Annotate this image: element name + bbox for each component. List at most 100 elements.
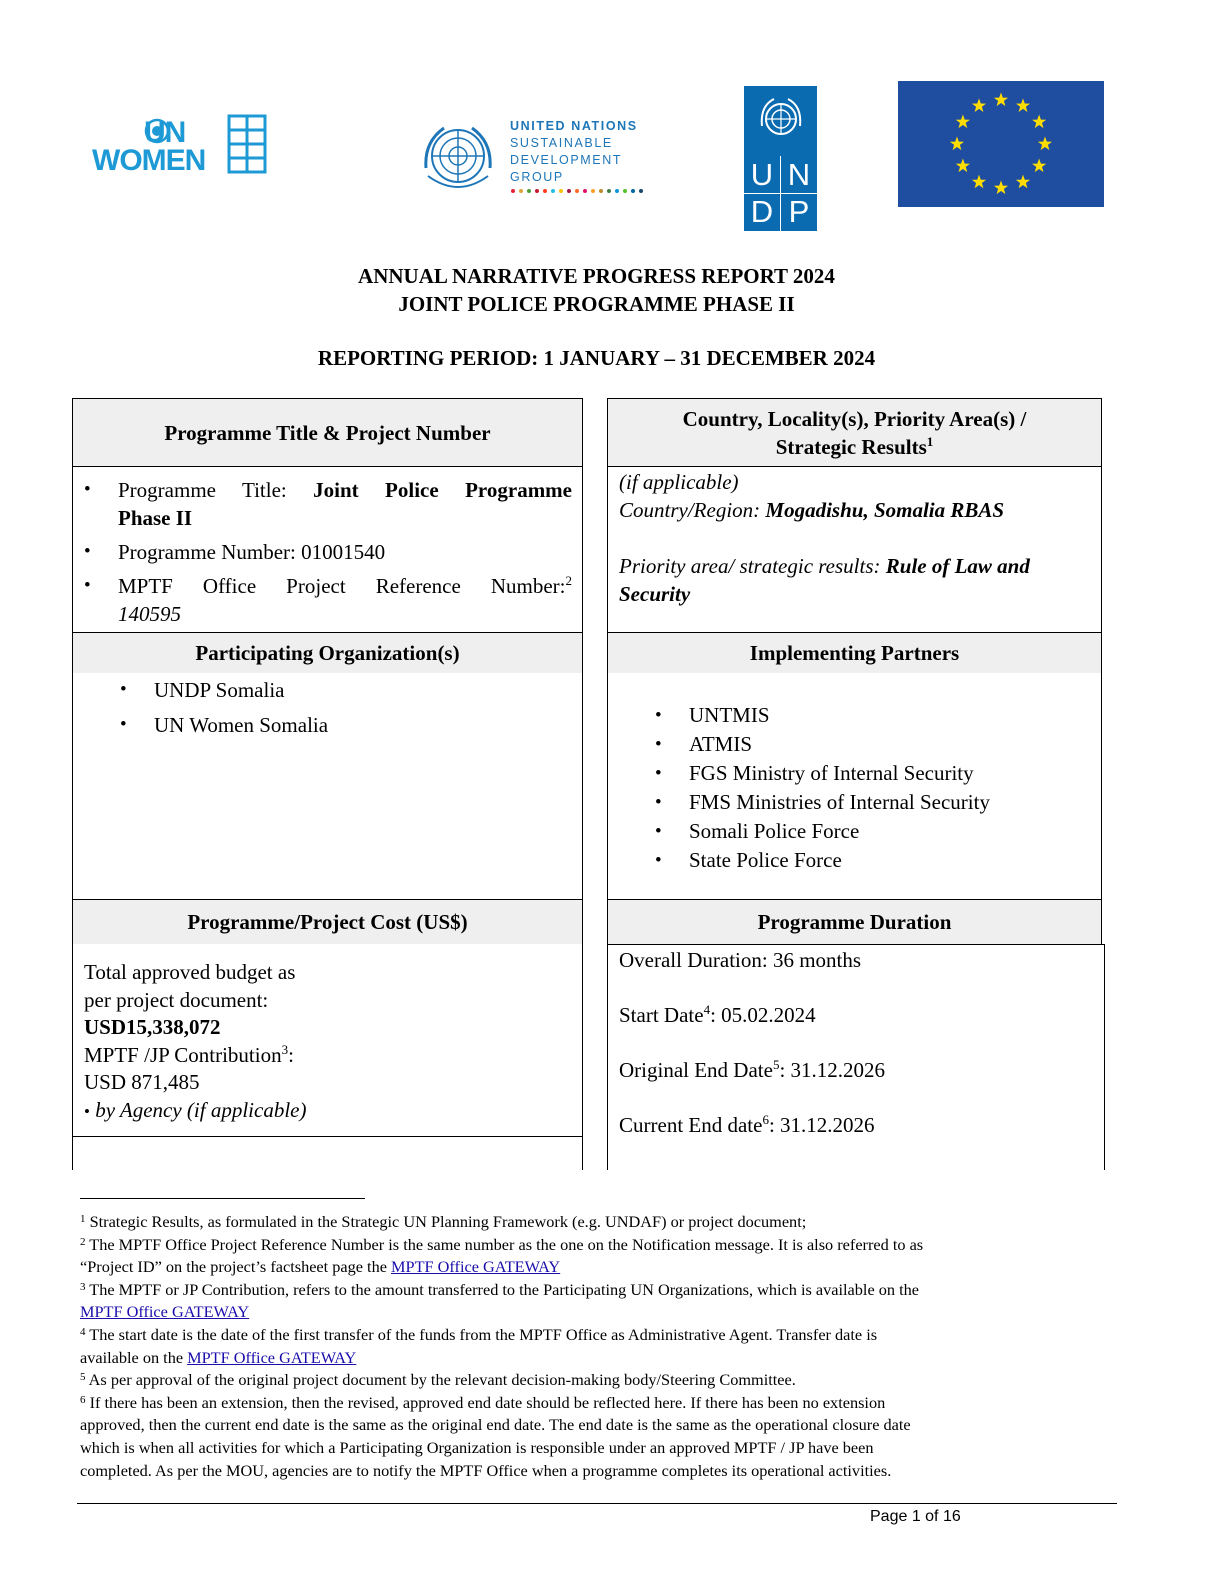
country-region-value: Mogadishu, Somalia RBAS: [765, 498, 1005, 522]
footnote-ref-2: 2: [565, 573, 573, 588]
page-number: Page 1 of 16: [870, 1508, 961, 1525]
eu-stars-icon: [949, 92, 1053, 195]
footnote-6-text-c: which is when all activities for which a…: [80, 1437, 874, 1457]
footnote-ref-1: 1: [926, 433, 934, 449]
footnote-6: 6 If there has been an extension, then t…: [80, 1392, 1115, 1415]
current-end-date-value: : 31.12.2026: [768, 1113, 875, 1137]
cost-header-text: Programme/Project Cost (US$): [187, 910, 468, 934]
eu-star-icon: [1037, 136, 1053, 151]
duration-details: Overall Duration: 36 months Start Date4:…: [619, 946, 1099, 1139]
mptf-reference-line2: 140595: [118, 600, 572, 628]
undp-letter-d: D: [750, 194, 774, 229]
participating-header-text: Participating Organization(s): [195, 641, 460, 665]
original-end-date-line: Original End Date5: 31.12.2026: [619, 1056, 1099, 1084]
mptf-gateway-link[interactable]: MPTF Office GATEWAY: [391, 1257, 561, 1277]
footnote-5-num: 5: [80, 1371, 86, 1384]
mptf-reference-label: MPTF Office Project Reference Number:: [118, 574, 566, 598]
bullet-icon: •: [84, 1101, 90, 1121]
priority-area-value: Rule of Law and: [885, 554, 1030, 578]
un-globe-icon: [424, 126, 492, 188]
if-applicable-text: (if applicable): [619, 470, 739, 494]
footnote-6-text-a: If there has been an extension, then the…: [85, 1392, 886, 1412]
footnote-4-cont: available on the MPTF Office GATEWAY: [80, 1347, 1115, 1370]
eu-star-icon: [993, 180, 1009, 195]
footnote-ref-3: 3: [281, 1041, 289, 1057]
partner-somali-police: Somali Police Force: [689, 819, 860, 843]
footnote-5: 5 As per approval of the original projec…: [80, 1369, 1115, 1392]
participating-org-2: UN Women Somalia: [154, 713, 329, 737]
duration-header-text: Programme Duration: [757, 910, 952, 934]
footnote-3-num: 3: [80, 1280, 86, 1293]
partner-fgs-ministry: FGS Ministry of Internal Security: [689, 761, 974, 785]
eu-star-icon: [949, 136, 965, 151]
country-region-label: Country/Region:: [619, 498, 766, 522]
by-agency-line: • by Agency (if applicable): [84, 1097, 574, 1126]
mptf-gateway-link[interactable]: MPTF Office GATEWAY: [80, 1302, 250, 1322]
participating-item: UNDP Somalia: [118, 676, 568, 704]
partner-state-police: State Police Force: [689, 848, 842, 872]
eu-star-icon: [1032, 114, 1047, 129]
eu-star-icon: [1015, 98, 1031, 112]
footnote-2-num: 2: [80, 1235, 86, 1248]
un-emblem-icon: [144, 118, 170, 144]
eu-star-icon: [955, 158, 970, 173]
footnotes: 1 Strategic Results, as formulated in th…: [80, 1211, 1115, 1482]
reporting-period: REPORTING PERIOD: 1 JANUARY – 31 DECEMBE…: [317, 346, 876, 370]
programme-title-item: Programme Title: Joint Police Programme …: [82, 476, 572, 532]
un-women-logo-line2: WOMEN: [92, 144, 206, 177]
footnote-separator: [80, 1198, 365, 1199]
programme-number-item: Programme Number: 01001540: [82, 538, 572, 566]
sdg-line3: DEVELOPMENT: [510, 153, 623, 167]
footnote-6-text-d: completed. As per the MOU, agencies are …: [80, 1460, 892, 1480]
programme-title-value: Joint Police Programme: [313, 478, 572, 502]
partner-fms-ministries: FMS Ministries of Internal Security: [689, 790, 990, 814]
un-women-logo: UN WOMEN: [92, 112, 272, 177]
undp-logo: U N D P: [744, 86, 817, 231]
footnote-3-text: The MPTF or JP Contribution, refers to t…: [85, 1279, 919, 1299]
footnote-ref-5: 5: [772, 1057, 780, 1072]
eu-star-icon: [1032, 158, 1047, 173]
priority-area-value2: Security: [619, 582, 691, 606]
footnote-ref-4: 4: [703, 1002, 711, 1017]
partner-item: FMS Ministries of Internal Security: [653, 788, 1093, 817]
by-agency-text: by Agency (if applicable): [95, 1097, 307, 1122]
partner-item: Somali Police Force: [653, 817, 1093, 846]
undp-letter-u: U: [750, 157, 774, 192]
priority-area-label: Priority area/ strategic results:: [619, 554, 886, 578]
overall-duration: Overall Duration: 36 months: [619, 948, 862, 972]
participating-list: UNDP Somalia UN Women Somalia: [118, 676, 568, 739]
sdg-line4: GROUP: [510, 170, 564, 184]
mptf-gateway-link[interactable]: MPTF Office GATEWAY: [187, 1347, 357, 1367]
cost-details: Total approved budget as per project doc…: [84, 959, 574, 1125]
footnote-5-text: As per approval of the original project …: [85, 1370, 796, 1390]
cost-header: Programme/Project Cost (US$): [73, 900, 582, 944]
footnote-2-text-a: The MPTF Office Project Reference Number…: [85, 1234, 924, 1254]
sdg-logo-text: UNITED NATIONS SUSTAINABLE DEVELOPMENT G…: [510, 118, 638, 186]
footnote-4-num: 4: [80, 1325, 86, 1338]
implementing-list: UNTMIS ATMIS FGS Ministry of Internal Se…: [653, 701, 1093, 875]
footnote-2-cont: “Project ID” on the project’s factsheet …: [80, 1256, 1115, 1279]
sdg-color-dots-icon: [511, 189, 643, 193]
eu-flag-logo: [898, 81, 1104, 207]
country-header-line1: Country, Locality(s), Priority Area(s) /: [682, 406, 1027, 431]
programme-number-text: Programme Number: 01001540: [118, 540, 386, 564]
budget-value: USD15,338,072: [84, 1015, 221, 1039]
priority-area-line2: Security: [619, 580, 1091, 608]
implementing-header: Implementing Partners: [608, 633, 1101, 673]
footnote-2-text-b: “Project ID” on the project’s factsheet …: [80, 1257, 392, 1277]
participating-org-1: UNDP Somalia: [154, 678, 285, 702]
current-end-date-line: Current End date6: 31.12.2026: [619, 1111, 1099, 1139]
participating-item: UN Women Somalia: [118, 711, 568, 739]
current-end-date-label: Current End date: [619, 1113, 763, 1137]
priority-area-line: Priority area/ strategic results: Rule o…: [619, 552, 1091, 580]
report-title: ANNUAL NARRATIVE PROGRESS REPORT 2024: [358, 264, 835, 288]
mptf-reference-value: 140595: [118, 602, 181, 626]
footnote-1: 1 Strategic Results, as formulated in th…: [80, 1211, 1115, 1234]
participating-header: Participating Organization(s): [73, 633, 582, 673]
footnote-6-num: 6: [80, 1393, 86, 1406]
start-date-line: Start Date4: 05.02.2024: [619, 1001, 1099, 1029]
eu-star-icon: [1015, 174, 1031, 189]
footnote-1-text: Strategic Results, as formulated in the …: [85, 1212, 807, 1231]
un-sdg-logo: UNITED NATIONS SUSTAINABLE DEVELOPMENT G…: [414, 114, 654, 204]
country-header-line2: Strategic Results1: [776, 433, 934, 461]
